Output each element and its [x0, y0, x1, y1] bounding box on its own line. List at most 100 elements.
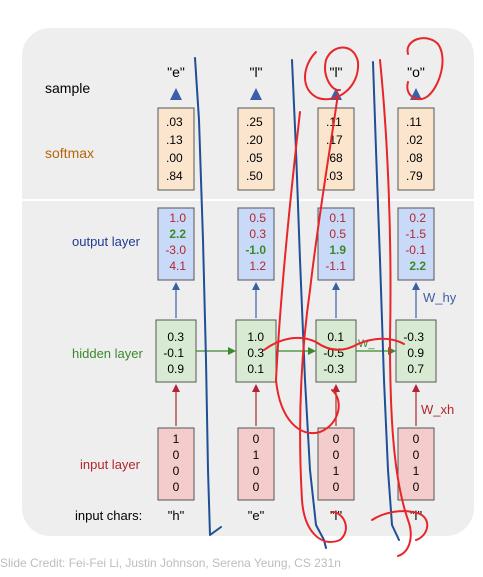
output-box — [317, 207, 355, 281]
softmax-value: .11 — [406, 115, 422, 129]
softmax-value: .20 — [246, 133, 263, 147]
hidden-value: 0.3 — [247, 346, 264, 360]
input-char: "l" — [410, 508, 423, 523]
columns: "e".03.13.00.841.02.2-3.04.10.3-0.10.910… — [155, 64, 437, 523]
timestep-column-1: "e".03.13.00.841.02.2-3.04.10.3-0.10.910… — [155, 64, 236, 523]
sample-char: "l" — [329, 64, 342, 80]
output-value: -1.0 — [245, 243, 266, 257]
hidden-value: 0.3 — [167, 330, 184, 344]
input-value: 0 — [413, 448, 420, 462]
input-value: 1 — [333, 464, 340, 478]
input-box — [237, 427, 275, 501]
handwritten-annotations — [194, 37, 444, 557]
w-hy-label: W_hy — [423, 290, 457, 305]
softmax-value: .03 — [166, 115, 183, 129]
hidden-value: 0.1 — [247, 362, 264, 376]
softmax-value: .02 — [406, 133, 423, 147]
input-value: 1 — [413, 464, 420, 478]
input-value: 0 — [413, 432, 420, 446]
output-value: -1.5 — [405, 227, 426, 241]
w-xh-label: W_xh — [421, 402, 454, 417]
annotation-red-stroke-4 — [263, 336, 405, 351]
input-char: "h" — [168, 508, 185, 523]
hidden-layer-label: hidden layer — [72, 346, 143, 361]
softmax-value: .05 — [246, 151, 263, 165]
input-value: 0 — [253, 480, 260, 494]
softmax-box — [237, 107, 275, 191]
output-value: -0.1 — [405, 243, 426, 257]
softmax-value: .03 — [326, 169, 343, 183]
output-value: -3.0 — [165, 243, 186, 257]
annotation-red-stroke-3 — [299, 93, 347, 543]
hidden-value: -0.1 — [163, 346, 184, 360]
output-value: 0.2 — [409, 211, 426, 225]
annotation-red-stroke-1 — [304, 46, 360, 101]
sample-arrow — [250, 88, 262, 100]
input-value: 0 — [253, 464, 260, 478]
softmax-value: .00 — [166, 151, 183, 165]
input-value: 0 — [333, 480, 340, 494]
w-hh-label: W_ — [358, 338, 375, 350]
input-value: 1 — [173, 432, 180, 446]
softmax-label: softmax — [45, 145, 94, 161]
output-value: 0.1 — [329, 211, 346, 225]
sample-char: "e" — [167, 64, 185, 80]
output-box — [237, 207, 275, 281]
softmax-value: .08 — [406, 151, 423, 165]
input-chars-label: input chars: — [75, 508, 142, 523]
input-box — [397, 427, 435, 501]
output-value: 1.2 — [249, 259, 266, 273]
hidden-box — [395, 319, 437, 383]
hidden-value: -0.3 — [403, 330, 424, 344]
annotation-red-stroke-5 — [275, 111, 340, 435]
softmax-value: .84 — [166, 169, 183, 183]
output-value: 0.3 — [249, 227, 266, 241]
sample-char: "l" — [249, 64, 262, 80]
hidden-box — [315, 319, 357, 383]
hidden-value: 1.0 — [247, 330, 264, 344]
output-box — [157, 207, 195, 281]
output-value: 2.2 — [169, 227, 186, 241]
annotation-blue-stroke-2 — [291, 59, 327, 549]
hidden-value: 0.9 — [407, 346, 424, 360]
slide-credit: Slide Credit: Fei-Fei Li, Justin Johnson… — [0, 556, 341, 570]
input-value: 0 — [413, 480, 420, 494]
hidden-value: -0.3 — [323, 362, 344, 376]
hidden-box — [235, 319, 277, 383]
output-value: 0.5 — [249, 211, 266, 225]
sample-arrow — [170, 88, 182, 100]
output-box — [397, 207, 435, 281]
input-value: 0 — [333, 448, 340, 462]
softmax-value: .68 — [326, 151, 343, 165]
input-box — [157, 427, 195, 501]
hidden-value: 0.7 — [407, 362, 424, 376]
sample-label: sample — [45, 80, 90, 96]
input-value: 0 — [173, 448, 180, 462]
output-layer-label: output layer — [72, 234, 141, 249]
timestep-column-4: "o" .11 .02 .08 .79 0.2 -1.5 -0.1 2.2 -0.3 0.9 0.7 0… — [395, 64, 437, 523]
annotation-blue-stroke-1 — [194, 57, 222, 536]
input-value: 0 — [333, 432, 340, 446]
softmax-value: .13 — [166, 133, 183, 147]
timestep-column-2: "l".25.20.05.500.50.3-1.01.21.00.30.1010… — [235, 64, 316, 523]
output-value: 2.2 — [409, 259, 426, 273]
annotation-red-stroke-7 — [371, 510, 429, 541]
output-value: -1.1 — [325, 259, 346, 273]
input-layer-label: input layer — [80, 457, 141, 472]
hidden-value: 0.9 — [167, 362, 184, 376]
sample-char: "o" — [407, 64, 425, 80]
input-box — [317, 427, 355, 501]
input-value: 1 — [253, 448, 260, 462]
input-value: 0 — [173, 480, 180, 494]
softmax-value: .79 — [406, 169, 423, 183]
softmax-box — [397, 107, 435, 191]
annotation-red-stroke-2 — [406, 37, 444, 101]
input-value: 0 — [173, 464, 180, 478]
output-value: 0.5 — [329, 227, 346, 241]
output-value: 1.0 — [169, 211, 186, 225]
output-value: 1.9 — [329, 243, 346, 257]
input-value: 0 — [253, 432, 260, 446]
diagram-background — [22, 28, 474, 536]
annotation-blue-stroke-3 — [372, 61, 400, 541]
